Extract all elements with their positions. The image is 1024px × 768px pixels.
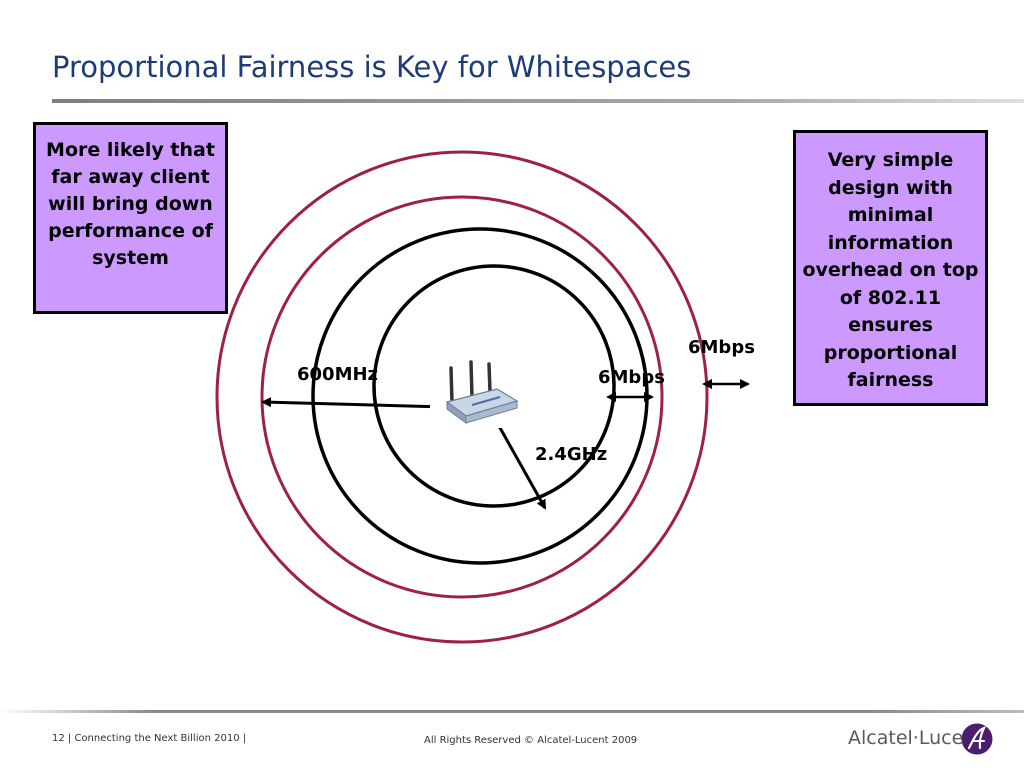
label-600mhz: 600MHz bbox=[297, 364, 379, 385]
brand-name: Alcatel·Lucent bbox=[848, 727, 983, 749]
footer-copyright: All Rights Reserved © Alcatel-Lucent 200… bbox=[424, 735, 638, 746]
outer-range-ring-2 bbox=[260, 195, 664, 599]
wireless-router-icon bbox=[430, 356, 522, 428]
footer-divider bbox=[0, 710, 1024, 713]
radius-arrow-600mhz bbox=[261, 397, 446, 409]
footer-page-info: 12 | Connecting the Next Billion 2010 | bbox=[52, 733, 247, 744]
label-6mbps-inner: 6Mbps bbox=[598, 367, 665, 388]
title-divider bbox=[52, 99, 1024, 103]
alcatel-lucent-logo-icon bbox=[961, 723, 993, 755]
inner-range-ring-2 bbox=[372, 264, 616, 508]
slide-title: Proportional Fairness is Key for Whitesp… bbox=[52, 50, 692, 84]
callout-far-client: More likely that far away client will br… bbox=[33, 122, 228, 314]
label-6mbps-outer: 6Mbps bbox=[688, 337, 755, 358]
outer-range-ring-1 bbox=[215, 150, 709, 644]
label-24ghz: 2.4GHz bbox=[535, 444, 608, 465]
callout-simple-design: Very simple design with minimal informat… bbox=[793, 130, 988, 406]
